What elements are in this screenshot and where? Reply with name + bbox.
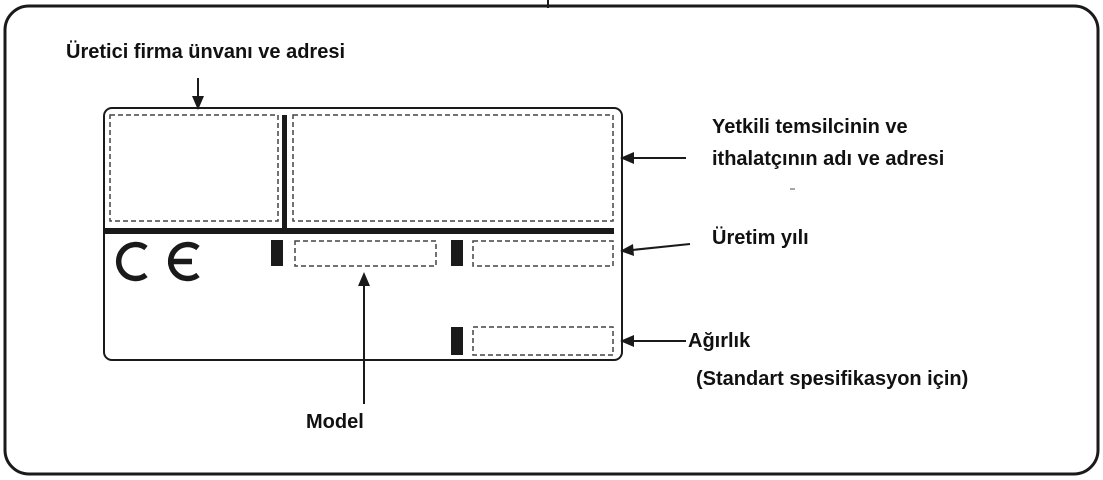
weight-label-line2: (Standart spesifikasyon için) [696, 368, 969, 390]
representative-label-line2: ithalatçının adı ve adresi [712, 148, 945, 170]
weight-arrow-head [620, 335, 634, 347]
weight-field [472, 326, 614, 356]
production-year-arrow-line [631, 243, 691, 251]
nameplate-vertical-divider [282, 115, 287, 230]
production-year-label: Üretim yılı [712, 227, 809, 249]
manufacturer-field [109, 114, 279, 222]
model-label: Model [306, 411, 364, 433]
ce-mark-c [115, 241, 148, 282]
model-marker-block [271, 240, 283, 266]
model-arrow-head [358, 272, 370, 286]
production-year-field [472, 240, 614, 267]
production-year-marker-block [451, 240, 463, 266]
nameplate-horizontal-divider [104, 228, 614, 234]
manufacturer-arrow-head [192, 96, 204, 110]
arrows [192, 78, 691, 404]
ce-mark-logo [115, 241, 200, 282]
weight-label-line1: Ağırlık [688, 330, 751, 352]
representative-field [292, 114, 614, 222]
representative-arrow-head [620, 152, 634, 164]
model-field [294, 240, 437, 267]
manufacturer-label: Üretici firma ünvanı ve adresi [66, 41, 346, 63]
weight-marker-block [451, 327, 463, 355]
outer-frame [3, 4, 1100, 476]
representative-label-line1: Yetkili temsilcinin ve [712, 116, 908, 138]
production-year-arrow-head [620, 244, 634, 256]
ce-mark-e [167, 241, 200, 282]
